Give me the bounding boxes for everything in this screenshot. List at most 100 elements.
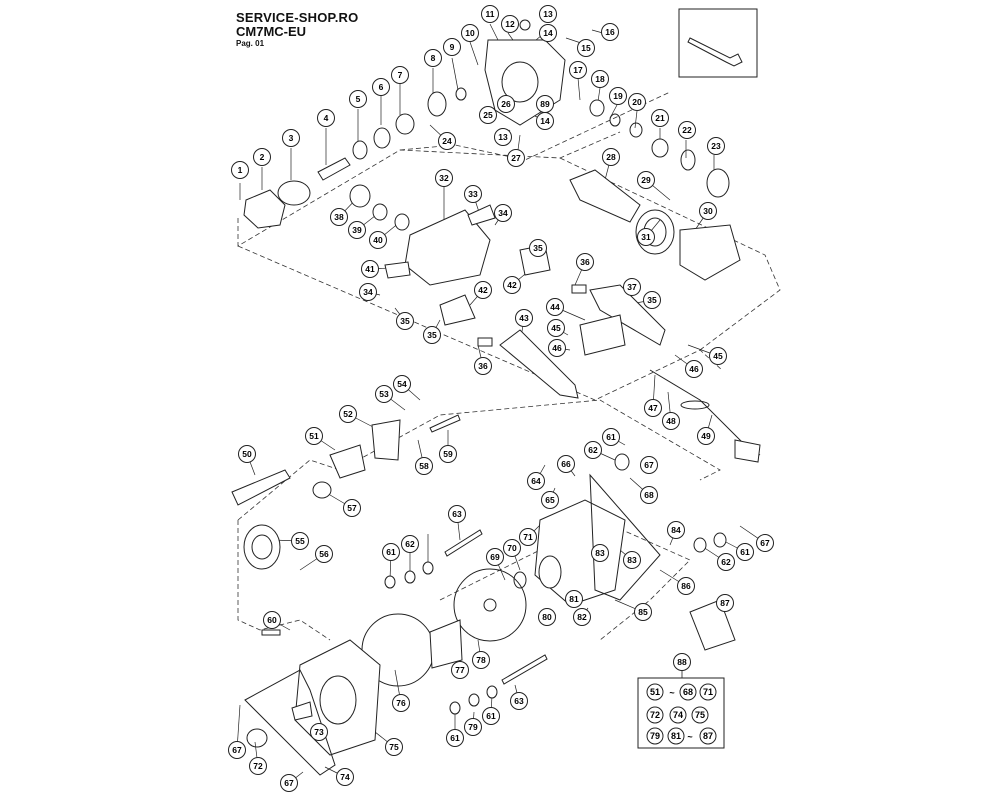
- callout-circle: [557, 455, 575, 473]
- callout-number: 20: [632, 97, 642, 107]
- callout-number: 63: [514, 696, 524, 706]
- part-bearing-5: [352, 140, 368, 160]
- callout-72: 72: [249, 757, 267, 775]
- callout-circle: [263, 611, 281, 629]
- kit-callout-number: 72: [650, 710, 660, 720]
- callout-number: 88: [677, 657, 687, 667]
- callout-number: 21: [655, 113, 665, 123]
- callout-number: 42: [507, 280, 517, 290]
- callout-bubbles: 1234567891011121314151617181920212223242…: [228, 5, 774, 792]
- callout-89: 89: [536, 95, 554, 113]
- callout-number: 67: [284, 778, 294, 788]
- callout-5: 5: [349, 90, 367, 108]
- callout-number: 34: [363, 287, 373, 297]
- callout-number: 55: [295, 536, 305, 546]
- part-plate-23: [706, 168, 730, 198]
- callout-circle: [547, 319, 565, 337]
- callout-66: 66: [557, 455, 575, 473]
- callout-circle: [305, 427, 323, 445]
- callout-45: 45: [709, 347, 727, 365]
- callout-13: 13: [494, 128, 512, 146]
- callout-84: 84: [667, 521, 685, 539]
- callout-63: 63: [448, 505, 466, 523]
- kit-callout-number: 81: [671, 731, 681, 741]
- callout-number: 29: [641, 175, 651, 185]
- part-gear-box-bore: [501, 61, 539, 103]
- callout-circle: [576, 253, 594, 271]
- callout-61: 61: [602, 428, 620, 446]
- callout-number: 78: [476, 655, 486, 665]
- kit-callout-circle: [646, 727, 664, 745]
- callout-circle: [464, 185, 482, 203]
- kit-callout-circle: [667, 727, 685, 745]
- part-bushing-62-right: [693, 537, 707, 553]
- part-handle-43: [499, 329, 579, 399]
- callout-number: 1: [238, 165, 243, 175]
- callout-34: 34: [359, 283, 377, 301]
- kit-callout-circle: [646, 706, 664, 724]
- callout-43: 43: [515, 309, 533, 327]
- callout-88: 88: [673, 653, 691, 671]
- callout-number: 7: [398, 70, 403, 80]
- callout-61: 61: [446, 729, 464, 747]
- callout-26: 26: [497, 95, 515, 113]
- callout-circle: [361, 260, 379, 278]
- callout-20: 20: [628, 93, 646, 111]
- callout-circle: [602, 428, 620, 446]
- part-cover-33: [467, 204, 496, 226]
- callout-circle: [602, 148, 620, 166]
- callout-circle: [667, 521, 685, 539]
- callout-circle: [548, 339, 566, 357]
- callout-number: 27: [511, 153, 521, 163]
- part-bearing-39: [372, 203, 388, 221]
- part-blade-78-hub: [483, 598, 497, 612]
- callout-circle: [424, 49, 442, 67]
- callout-69: 69: [486, 548, 504, 566]
- callout-circle: [677, 577, 695, 595]
- part-plate-55-inner: [251, 534, 273, 560]
- callout-circle: [591, 70, 609, 88]
- part-bearing-6: [373, 127, 391, 149]
- callout-62: 62: [584, 441, 602, 459]
- callout-number: 19: [613, 91, 623, 101]
- part-plate-55: [243, 524, 281, 570]
- callout-number: 14: [543, 28, 553, 38]
- callout-circle: [343, 499, 361, 517]
- callout-58: 58: [415, 457, 433, 475]
- callout-24: 24: [438, 132, 456, 150]
- callout-number: 62: [588, 445, 598, 455]
- callout-circle: [527, 472, 545, 490]
- callout-number: 72: [253, 761, 263, 771]
- callout-circle: [685, 360, 703, 378]
- callout-46: 46: [685, 360, 703, 378]
- callout-number: 62: [721, 557, 731, 567]
- part-gear-8: [427, 91, 447, 117]
- part-shaft-63: [444, 529, 483, 557]
- kit-callout-number: 74: [673, 710, 683, 720]
- callout-circle: [401, 535, 419, 553]
- callout-number: 26: [501, 99, 511, 109]
- part-ring-72: [246, 728, 268, 748]
- callout-circle: [385, 738, 403, 756]
- callout-circle: [637, 171, 655, 189]
- callout-6: 6: [372, 78, 390, 96]
- part-side-handle-50: [231, 469, 291, 506]
- callout-number: 71: [523, 532, 533, 542]
- callout-circle: [317, 109, 335, 127]
- callout-61: 61: [736, 543, 754, 561]
- callout-circle: [336, 768, 354, 786]
- callout-67: 67: [756, 534, 774, 552]
- callout-61: 61: [382, 543, 400, 561]
- callout-circle: [697, 427, 715, 445]
- callout-87: 87: [716, 594, 734, 612]
- callout-62: 62: [717, 553, 735, 571]
- callout-circle: [507, 149, 525, 167]
- callout-81: 81: [565, 590, 583, 608]
- callout-number: 61: [606, 432, 616, 442]
- callout-number: 32: [439, 173, 449, 183]
- part-washer-7: [395, 113, 415, 135]
- callout-number: 46: [552, 343, 562, 353]
- callout-number: 61: [740, 547, 750, 557]
- callout-number: 35: [427, 330, 437, 340]
